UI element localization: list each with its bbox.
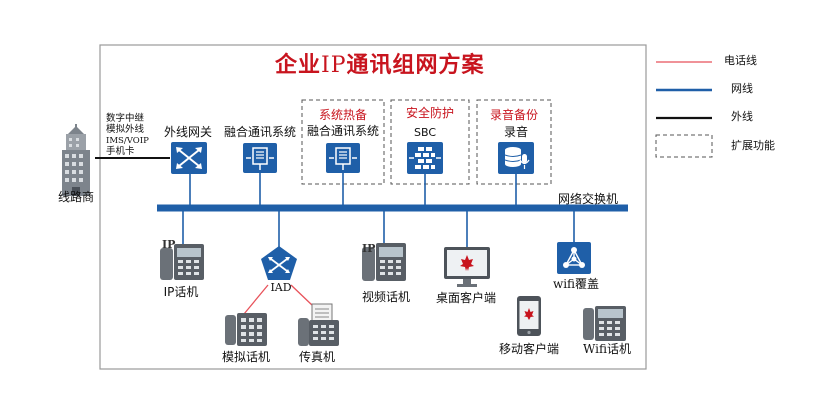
ha-server-icon (326, 143, 360, 173)
building-icon (62, 124, 90, 196)
phone-line-fax (290, 284, 314, 307)
ip-phone-icon (160, 244, 204, 280)
trunk-ims-voip: IMS/VOIP (106, 136, 149, 146)
recording-database-icon (498, 142, 534, 174)
legend-external-line-label: 外线 (731, 110, 753, 123)
trunk-sim: 手机卡 (106, 146, 135, 157)
ip-phone-label: IP话机 (163, 285, 199, 299)
recording-header: 录音备份 (489, 108, 539, 122)
phone-line-analog (243, 284, 269, 315)
fax-label: 传真机 (298, 350, 336, 364)
firewall-icon (407, 142, 443, 174)
ucs-label: 融合通讯系统 (223, 125, 297, 139)
wifi-phone-icon (583, 306, 626, 341)
security-extension-box (390, 99, 470, 185)
downlinks (182, 210, 575, 248)
wifi-network-icon (557, 242, 591, 274)
mobile-phone-icon (517, 296, 541, 336)
ha-header: 系统热备 (318, 108, 368, 122)
legend-extension-box (655, 134, 713, 158)
page-title: 企业IP通讯组网方案 (275, 53, 485, 78)
wifi-phone-label: Wifi话机 (583, 342, 631, 356)
switch-label: 网络交换机 (558, 192, 619, 206)
ucs-server-icon (243, 143, 277, 173)
recording-extension-box (476, 99, 552, 185)
mobile-client-label: 移动客户端 (498, 342, 560, 356)
iad-icon (261, 246, 297, 280)
legend-extension-label: 扩展功能 (731, 139, 775, 152)
legend-phone-line-label: 电话线 (724, 54, 757, 67)
gateway-label: 外线网关 (163, 125, 213, 139)
monitor-icon (444, 247, 490, 287)
gateway-icon (171, 142, 207, 174)
desktop-client-label: 桌面客户端 (435, 291, 497, 305)
trunk-analog: 模拟外线 (106, 124, 145, 135)
analog-phone-icon (225, 313, 267, 346)
wifi-coverage-label: wifi覆盖 (552, 277, 600, 291)
security-header: 安全防护 (405, 106, 455, 120)
video-phone-badge: IP (362, 242, 376, 255)
maple-leaf-icon (460, 255, 474, 271)
carrier-label: 线路商 (57, 190, 95, 204)
trunk-digital: 数字中继 (106, 113, 145, 124)
legend-network-line-label: 网线 (731, 82, 753, 95)
sbc-label: SBC (413, 126, 437, 139)
diagram-frame (99, 44, 647, 370)
ha-ucs-label: 融合通讯系统 (306, 124, 380, 138)
video-phone-icon (362, 243, 406, 281)
iad-label: IAD (270, 281, 292, 294)
ip-phone-badge: IP (162, 238, 176, 251)
analog-phone-label: 模拟话机 (221, 350, 271, 364)
fax-icon (298, 303, 339, 346)
recording-label: 录音 (503, 125, 529, 139)
video-phone-label: 视频话机 (361, 290, 411, 304)
uplinks (189, 173, 517, 206)
